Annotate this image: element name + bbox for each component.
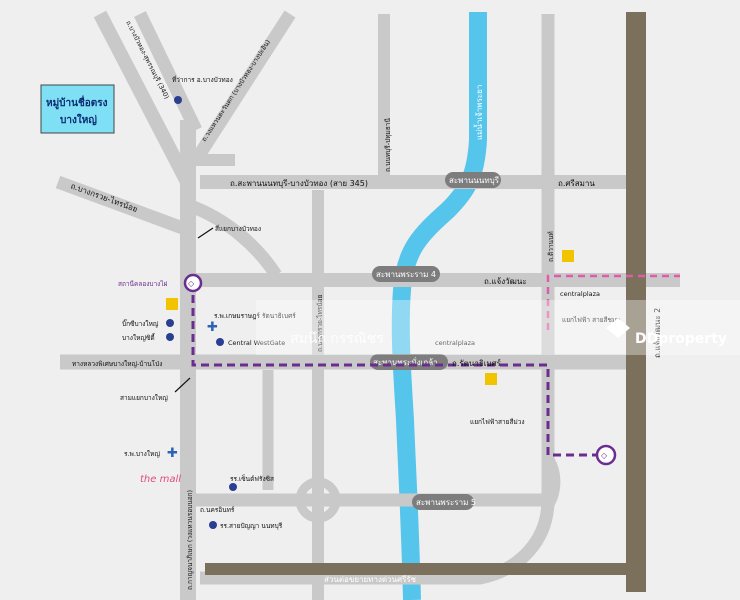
- station-marker-east: ◇: [595, 444, 617, 466]
- cross-icon-bangyai: ✚: [167, 446, 178, 461]
- svg-text:สะพานพระราม 5: สะพานพระราม 5: [416, 498, 476, 507]
- label-road-nakhon-in: ถ.นครอินทร์: [200, 506, 235, 514]
- purple-line: [191, 295, 605, 457]
- roundabout: [295, 477, 341, 523]
- bridge-rattanathibet: สะพานพระนั่งเกล้า: [370, 354, 448, 370]
- svg-text:สะพานพระราม 4: สะพานพระราม 4: [376, 270, 436, 279]
- title-line-2: บางใหญ่: [60, 113, 97, 126]
- svg-text:DDproperty: DDproperty: [635, 331, 727, 347]
- label-bangbuathong-junction: สี่แยกบางบัวทอง: [215, 224, 261, 233]
- marker-school2: [209, 521, 217, 529]
- expressway-road: [205, 563, 626, 575]
- the-mall-logo: the mall: [140, 474, 181, 485]
- bigc-logo-east: [562, 250, 574, 262]
- bridge-nonthaburi: สะพานนนทบุรี: [445, 172, 501, 188]
- label-bigc: บิ๊กซีบางใหญ่: [122, 319, 159, 328]
- title-line-1: หมู่บ้านชื่อตรง: [46, 95, 108, 110]
- marker-ikea: [166, 333, 174, 341]
- label-hospital-kasem: ร.พ.เกษมราษฎร์ รัตนาธิเบศร์: [214, 312, 296, 320]
- svg-text:◇: ◇: [188, 279, 195, 288]
- label-central-plaza-mid: centralplaza: [435, 339, 475, 347]
- svg-text:สะพานนนทบุรี: สะพานนนทบุรี: [449, 176, 500, 185]
- label-mrt-pink: แยกไฟฟ้า สายสีชมพู: [562, 316, 621, 324]
- svg-text:สะพานพระนั่งเกล้า: สะพานพระนั่งเกล้า: [373, 356, 438, 367]
- label-expressway: ส่วนต่อขยายทางด่วนศรีรัช: [324, 575, 417, 584]
- watermark-band: [256, 300, 740, 355]
- pink-line: [546, 274, 680, 330]
- bridge-pharam5: สะพานพระราม 5: [412, 494, 476, 510]
- arrow-bbt-junction: [197, 227, 214, 239]
- station-marker-west: ◇: [183, 273, 203, 293]
- label-central-plaza-top: centralplaza: [560, 290, 600, 298]
- cross-icon: ✚: [207, 320, 218, 335]
- label-ikea: บางใหญ่ซิตี้: [122, 333, 156, 342]
- label-school1: รร.เซ็นต์ฟรังซิส: [230, 474, 274, 483]
- label-road-chaengwattana2: ถ.แจ้งวัฒนะ 2: [653, 308, 662, 358]
- label-central-westgate: Central WestGate: [228, 339, 285, 347]
- main-road-vertical: [626, 12, 646, 592]
- label-road-bangyai-banpong: ทางหลวงพิเศษบางใหญ่-บ้านโป่ง: [72, 360, 162, 368]
- label-road-kanchanaphisek: ถ.กาญจนาภิเษก (วงแหวนรอบนอก): [186, 490, 194, 590]
- label-school2: รร.สายปัญญา นนทบุรี: [220, 522, 283, 530]
- arrow-bangyai-junction: [174, 377, 191, 393]
- marker-bigc: [166, 319, 174, 327]
- label-road-ratanathibet: ถ.รัตนาธิเบศร์: [452, 358, 502, 368]
- ddproperty-logo: DDproperty: [606, 318, 727, 347]
- label-hospital-bangyai: ร.พ.บางใหญ่: [124, 450, 160, 458]
- label-bangyai-junction: สามแยกบางใหญ่: [120, 394, 168, 402]
- title-box: หมู่บ้านชื่อตรง บางใหญ่: [40, 84, 115, 134]
- bigc-logo: [166, 298, 178, 310]
- label-road-bangkruai-mid: ถ.บางกรวย-ไทรน้อย: [316, 294, 324, 352]
- marker-central-westgate: [216, 338, 224, 346]
- label-road-nonthaburi-pathum: ถ.นนทบุรี-ปทุมธานี: [384, 118, 392, 172]
- label-road-srisamarn: ถ.ศรีสมาน: [558, 179, 595, 188]
- svg-text:◇: ◇: [601, 451, 608, 460]
- label-road-chaengwattana: ถ.แจ้งวัฒนะ: [484, 277, 527, 286]
- chao-phraya-river: [391, 12, 487, 600]
- label-river: แม่น้ำเจ้าพระยา: [473, 85, 484, 140]
- label-mrt-purple: แยกไฟฟ้าสายสีม่วง: [470, 418, 525, 426]
- bridge-pharam4: สะพานพระราม 4: [372, 266, 440, 282]
- bigc-logo-mid: [485, 373, 497, 385]
- label-station-klongbangphai: สถานีคลองบางไผ่: [118, 280, 168, 288]
- marker-amphoe: [174, 96, 182, 104]
- label-road-tiwanon: ถ.ติวานนท์: [547, 231, 555, 262]
- label-road-345: ถ.สะพานนนทบุรี-บางบัวทอง (สาย 345): [230, 179, 368, 188]
- marker-school1: [229, 483, 237, 491]
- label-amphoe: ที่ว่าการ อ.บางบัวทอง: [172, 75, 233, 84]
- watermark-text: สมนึก กรรณิชร: [290, 331, 384, 347]
